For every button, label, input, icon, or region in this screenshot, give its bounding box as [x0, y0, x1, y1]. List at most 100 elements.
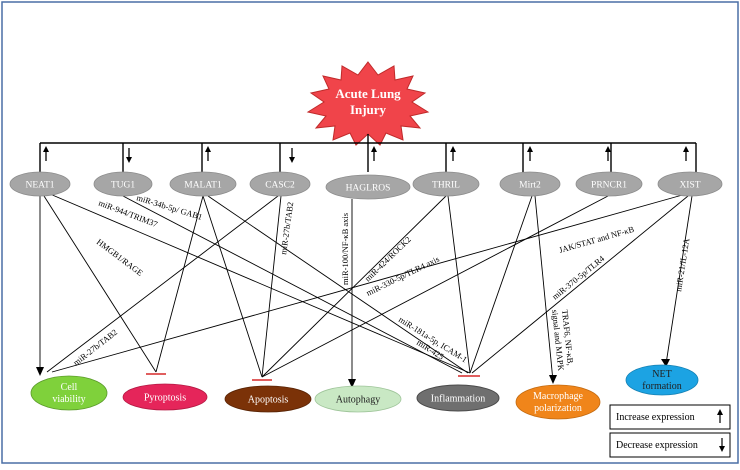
gene-label: XIST: [679, 181, 700, 191]
outcome-ellipse: [122, 383, 208, 411]
gene-node-thril: THRIL: [412, 171, 480, 197]
up-arrow-icon: [717, 409, 723, 423]
gene-label: TUG1: [111, 181, 136, 191]
connection-lines: [39, 193, 693, 385]
outcome-ellipse: [30, 375, 108, 411]
arrowhead-net: [661, 359, 670, 367]
gene-label: HAGLROS: [346, 184, 391, 194]
outcome-label-line1: NET: [652, 369, 671, 380]
outcome-ellipse: [515, 384, 601, 420]
gene-ellipse: [499, 171, 561, 197]
inhibition-bars: [146, 373, 480, 381]
outcome-autophagy: Autophagy: [314, 385, 402, 413]
gene-ellipse: [412, 171, 480, 197]
title-burst: Acute Lung Injury: [306, 61, 430, 146]
edge-malat1-pyroptosis: [155, 195, 204, 373]
gene-node-xist: XIST: [657, 171, 723, 197]
gene-label: THRIL: [432, 181, 460, 191]
edge-neat1-inflammation: [49, 193, 471, 374]
edge-xist-inflammation: [471, 195, 689, 374]
legend-increase-label: Increase expression: [616, 412, 695, 423]
outcome-label: Inflammation: [431, 394, 485, 405]
outcome-ellipse: [224, 385, 312, 413]
gene-label: NEAT1: [25, 181, 54, 191]
gene-label: CASC2: [265, 181, 295, 191]
up-arrow-icon: [450, 146, 456, 161]
outcome-label-line2: viability: [52, 394, 85, 405]
edge-neat1-pyroptosis: [43, 195, 157, 373]
edge-mirt2-inflammation: [469, 195, 533, 374]
outcome-label-line2: formation: [642, 381, 681, 392]
gene-node-malat1: MALAT1: [169, 171, 237, 197]
edge-tug1-apoptosis: [122, 195, 463, 374]
gene-ellipse: [9, 171, 71, 197]
label-xist-net: miR-21/IL-12A: [673, 237, 691, 293]
edge-prncr1-apoptosis: [261, 195, 609, 378]
outcome-label-line1: Macrophage: [533, 391, 584, 402]
gene-node-mirt2: Mirt2: [499, 171, 561, 197]
outcome-label-line2: polarization: [534, 403, 582, 414]
gene-node-neat1: NEAT1: [9, 171, 71, 197]
gene-ellipse: [325, 174, 411, 200]
outcome-cell-viability: Cell viability: [30, 375, 108, 411]
outcome-ellipse: [314, 385, 402, 413]
outcome-ellipse: [625, 364, 699, 396]
label-casc2-cell: miR-27b/TAB2: [71, 327, 119, 368]
label-xist-inflammation: miR-370-5p/TLR4: [550, 253, 607, 302]
label-neat1-pyroptosis: HMGB1/RAGE: [95, 237, 145, 278]
outcome-net-formation: NET formation: [625, 364, 699, 396]
up-arrow-icon: [43, 146, 49, 161]
outcome-label-line1: Cell: [61, 382, 78, 393]
edge-xist-cell: [51, 193, 687, 373]
gene-label: MALAT1: [184, 181, 222, 191]
edge-thril-inflammation: [447, 195, 471, 374]
edge-casc2-apoptosis: [261, 195, 282, 378]
gene-label: PRNCR1: [591, 181, 627, 191]
edge-casc2-cell: [46, 195, 279, 373]
up-arrow-icon: [683, 146, 689, 161]
arrowhead-autophagy: [348, 379, 356, 388]
legend-decrease-box: [609, 432, 731, 458]
title-line-2: Injury: [350, 102, 387, 117]
gene-ellipse: [657, 171, 723, 197]
down-arrow-icon: [289, 148, 295, 163]
arrow-heads: [36, 359, 670, 388]
label-casc2-apoptosis: miR-27b/TAB2: [278, 201, 295, 255]
arrowhead-macrophage: [549, 375, 557, 384]
outcome-apoptosis: Apoptosis: [224, 385, 312, 413]
gene-node-prncr1: PRNCR1: [575, 171, 643, 197]
outcome-nodes: Cell viability Pyroptosis Apoptosis Auto…: [30, 364, 699, 420]
legend-increase-box: [609, 404, 731, 430]
gene-node-haglros: HAGLROS: [325, 174, 411, 200]
gene-label: Mirt2: [519, 181, 541, 191]
label-xist-cell: JAK/STAT and NF-κB: [558, 224, 636, 255]
gene-ellipse: [249, 171, 311, 197]
legend-decrease-label: Decrease expression: [616, 440, 698, 451]
outcome-pyroptosis: Pyroptosis: [122, 383, 208, 411]
gene-ellipse: [93, 171, 153, 197]
gene-node-casc2: CASC2: [249, 171, 311, 197]
edge-thril-apoptosis: [261, 195, 447, 378]
trend-arrows: [43, 146, 689, 163]
down-arrow-icon: [719, 438, 725, 452]
up-arrow-icon: [205, 146, 211, 161]
down-arrow-icon: [126, 148, 132, 163]
up-arrow-icon: [527, 146, 533, 161]
tree-connector: [39, 134, 697, 172]
up-arrow-icon: [605, 146, 611, 161]
edge-malat1-apoptosis: [202, 195, 263, 378]
gene-node-tug1: TUG1: [93, 171, 153, 197]
gene-ellipse: [575, 171, 643, 197]
gene-nodes: NEAT1 TUG1 MALAT1 CASC2 HAGLROS THRIL Mi…: [9, 171, 723, 200]
outcome-inflammation: Inflammation: [416, 384, 500, 412]
outcome-label: Pyroptosis: [144, 393, 186, 404]
gene-ellipse: [169, 171, 237, 197]
title-line-1: Acute Lung: [335, 86, 401, 101]
arrowhead-cell: [36, 367, 44, 376]
legend: Increase expression Decrease expression: [609, 404, 731, 458]
outcome-label: Autophagy: [336, 395, 380, 406]
outcome-label: Apoptosis: [248, 395, 289, 406]
